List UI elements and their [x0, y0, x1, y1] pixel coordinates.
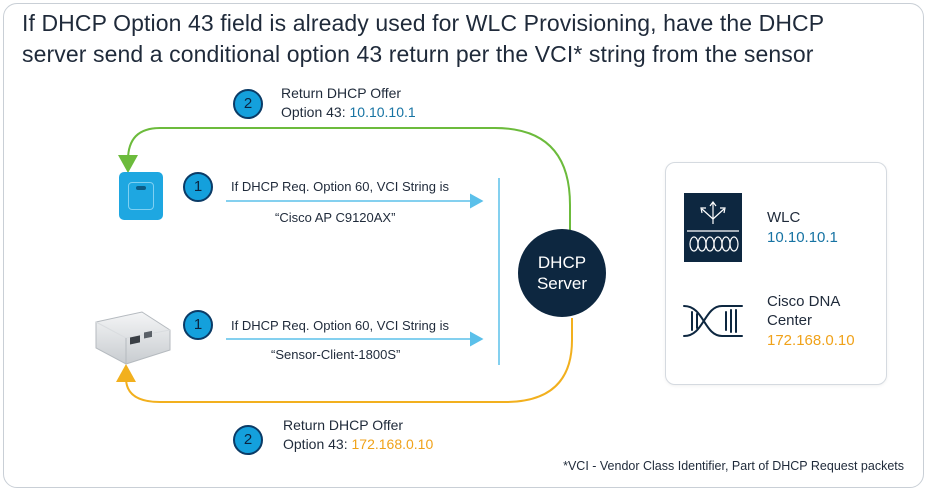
offer-label-bottom: Return DHCP Offer Option 43: 172.168.0.1… — [283, 416, 433, 454]
title-line-1: If DHCP Option 43 field is already used … — [22, 10, 825, 36]
offer-path-sensor — [116, 318, 573, 403]
offer-option-top: Option 43: 10.10.10.1 — [281, 104, 416, 120]
footnote: *VCI - Vendor Class Identifier, Part of … — [563, 459, 904, 473]
offer-title-top: Return DHCP Offer — [281, 85, 402, 101]
step-badge-1-ap: 1 — [183, 172, 213, 202]
server-label-line-2: Server — [536, 274, 588, 293]
request-condition-sensor: If DHCP Req. Option 60, VCI String is — [231, 318, 449, 333]
sensor-device-icon — [95, 311, 171, 365]
title-line-2: server send a conditional option 43 retu… — [22, 41, 814, 67]
diagram-title: If DHCP Option 43 field is already used … — [22, 8, 912, 70]
access-point-icon — [119, 172, 163, 220]
step-badge-2-top: 2 — [233, 89, 263, 119]
offer-path-ap — [118, 127, 571, 230]
server-label-line-1: DHCP — [537, 253, 587, 272]
request-vci-sensor: “Sensor-Client-1800S” — [271, 347, 401, 362]
wlc-label: WLC — [767, 209, 801, 226]
dna-label-line-1: Cisco DNA — [767, 293, 841, 310]
request-condition-ap: If DHCP Req. Option 60, VCI String is — [231, 179, 449, 194]
step-badge-1-sensor: 1 — [183, 310, 213, 340]
offer-title-bottom: Return DHCP Offer — [283, 417, 404, 433]
dna-center-icon — [683, 305, 743, 337]
diagram-frame — [3, 3, 924, 488]
dna-label-line-2: Center — [767, 312, 813, 329]
wlc-controller-icon — [684, 193, 742, 262]
dhcp-server-node: DHCP Server — [518, 229, 606, 317]
dna-ip: 172.168.0.10 — [767, 332, 855, 349]
step-badge-2-bottom: 2 — [233, 425, 263, 455]
offer-label-top: Return DHCP Offer Option 43: 10.10.10.1 — [281, 84, 416, 122]
wlc-ip: 10.10.10.1 — [767, 229, 838, 246]
request-vci-ap: “Cisco AP C9120AX” — [275, 210, 396, 225]
offer-option-bottom: Option 43: 172.168.0.10 — [283, 436, 434, 452]
